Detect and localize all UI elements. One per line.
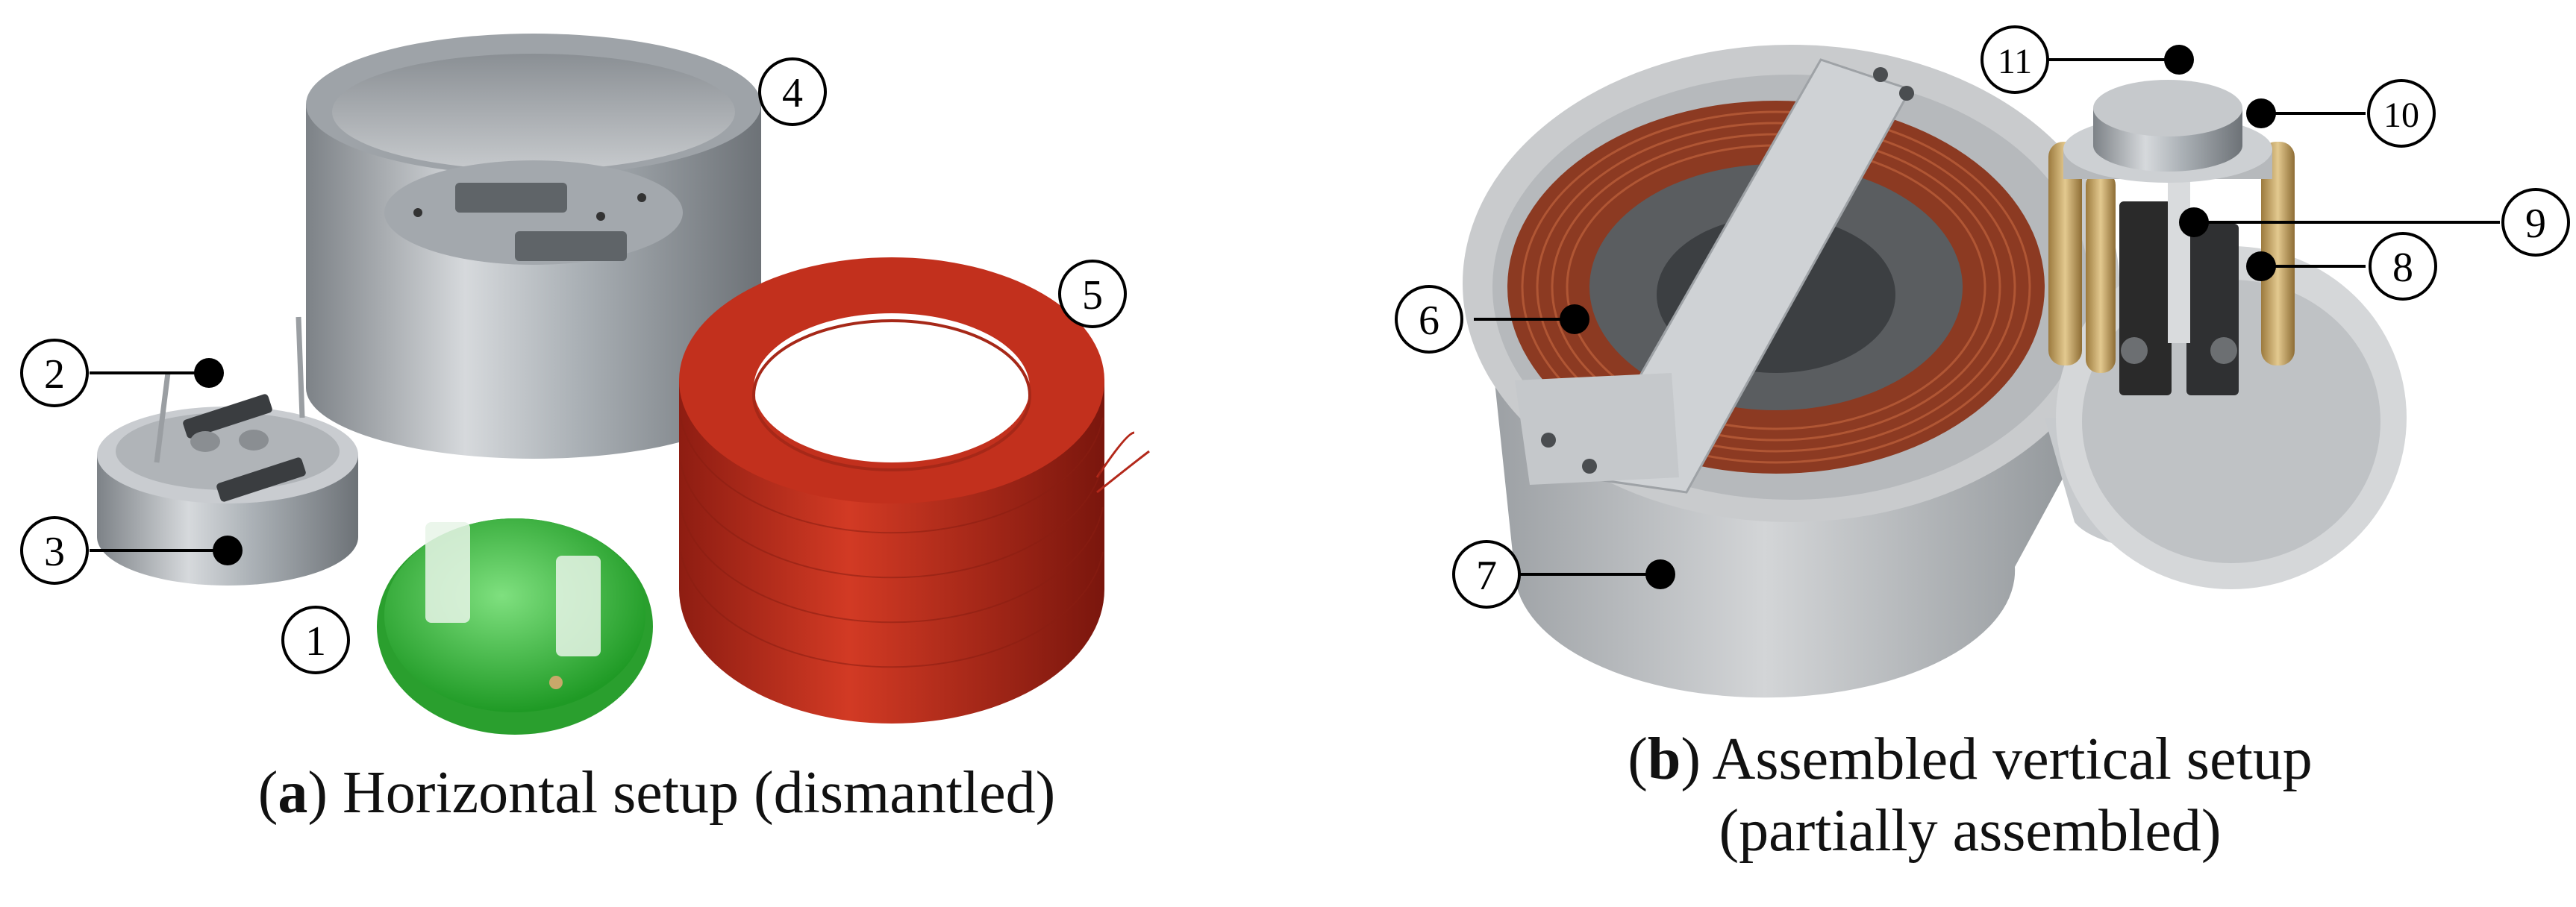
panel-a-photo — [90, 34, 1150, 735]
callout-7-label: 7 — [1476, 553, 1497, 599]
callout-6: 6 — [1395, 285, 1463, 354]
clamp-bar — [1515, 58, 1914, 494]
part-5-red-coil — [679, 257, 1150, 724]
caption-panel-b: (b) Assembled vertical setup (partially … — [1463, 724, 2477, 867]
caption-a-text: Horizontal setup (dismantled) — [342, 760, 1056, 826]
callout-3: 3 — [20, 516, 89, 585]
caption-a-letter: a — [278, 760, 308, 826]
caption-b-letter: b — [1647, 726, 1681, 792]
callout-10-label: 10 — [2383, 95, 2419, 135]
callout-6-label: 6 — [1419, 298, 1439, 344]
part-8-brass-rods — [2048, 142, 2295, 373]
callout-8-label: 8 — [2392, 245, 2413, 291]
callout-11: 11 — [1981, 25, 2049, 94]
part-9-sample-clamp — [2119, 179, 2239, 395]
callout-5-label: 5 — [1082, 272, 1103, 318]
part-4-outer-cup — [306, 34, 761, 459]
callout-11-label: 11 — [1998, 42, 2032, 81]
callout-5: 5 — [1058, 260, 1127, 328]
callout-2: 2 — [20, 339, 89, 407]
caption-panel-a: (a) Horizontal setup (dismantled) — [257, 760, 1056, 826]
part-3-small-holder — [97, 316, 358, 586]
callout-9-label: 9 — [2525, 201, 2546, 247]
callout-leaders-b — [1474, 58, 2500, 576]
callout-dots-a — [194, 358, 243, 565]
callout-4-label: 4 — [782, 70, 803, 116]
caption-b-line1: Assembled vertical setup — [1712, 726, 2313, 792]
part-1-green-holder — [377, 518, 653, 735]
callout-labels: 1 2 3 4 5 6 7 8 — [20, 25, 2570, 674]
panel-b-photo — [1463, 45, 2500, 698]
callout-8: 8 — [2369, 232, 2437, 301]
callout-7: 7 — [1452, 540, 1521, 609]
callout-1-label: 1 — [305, 618, 326, 665]
callout-10: 10 — [2367, 79, 2436, 148]
callout-3-label: 3 — [44, 529, 65, 575]
callout-leaders-a — [90, 371, 228, 552]
callout-2-label: 2 — [44, 351, 65, 398]
callout-1: 1 — [281, 606, 350, 674]
callout-dots-b — [1560, 45, 2276, 589]
callout-4: 4 — [758, 57, 827, 126]
caption-b-line2: (partially assembled) — [1719, 798, 2222, 864]
part-10-11-top-cap — [2063, 80, 2272, 183]
callout-9: 9 — [2501, 188, 2570, 257]
